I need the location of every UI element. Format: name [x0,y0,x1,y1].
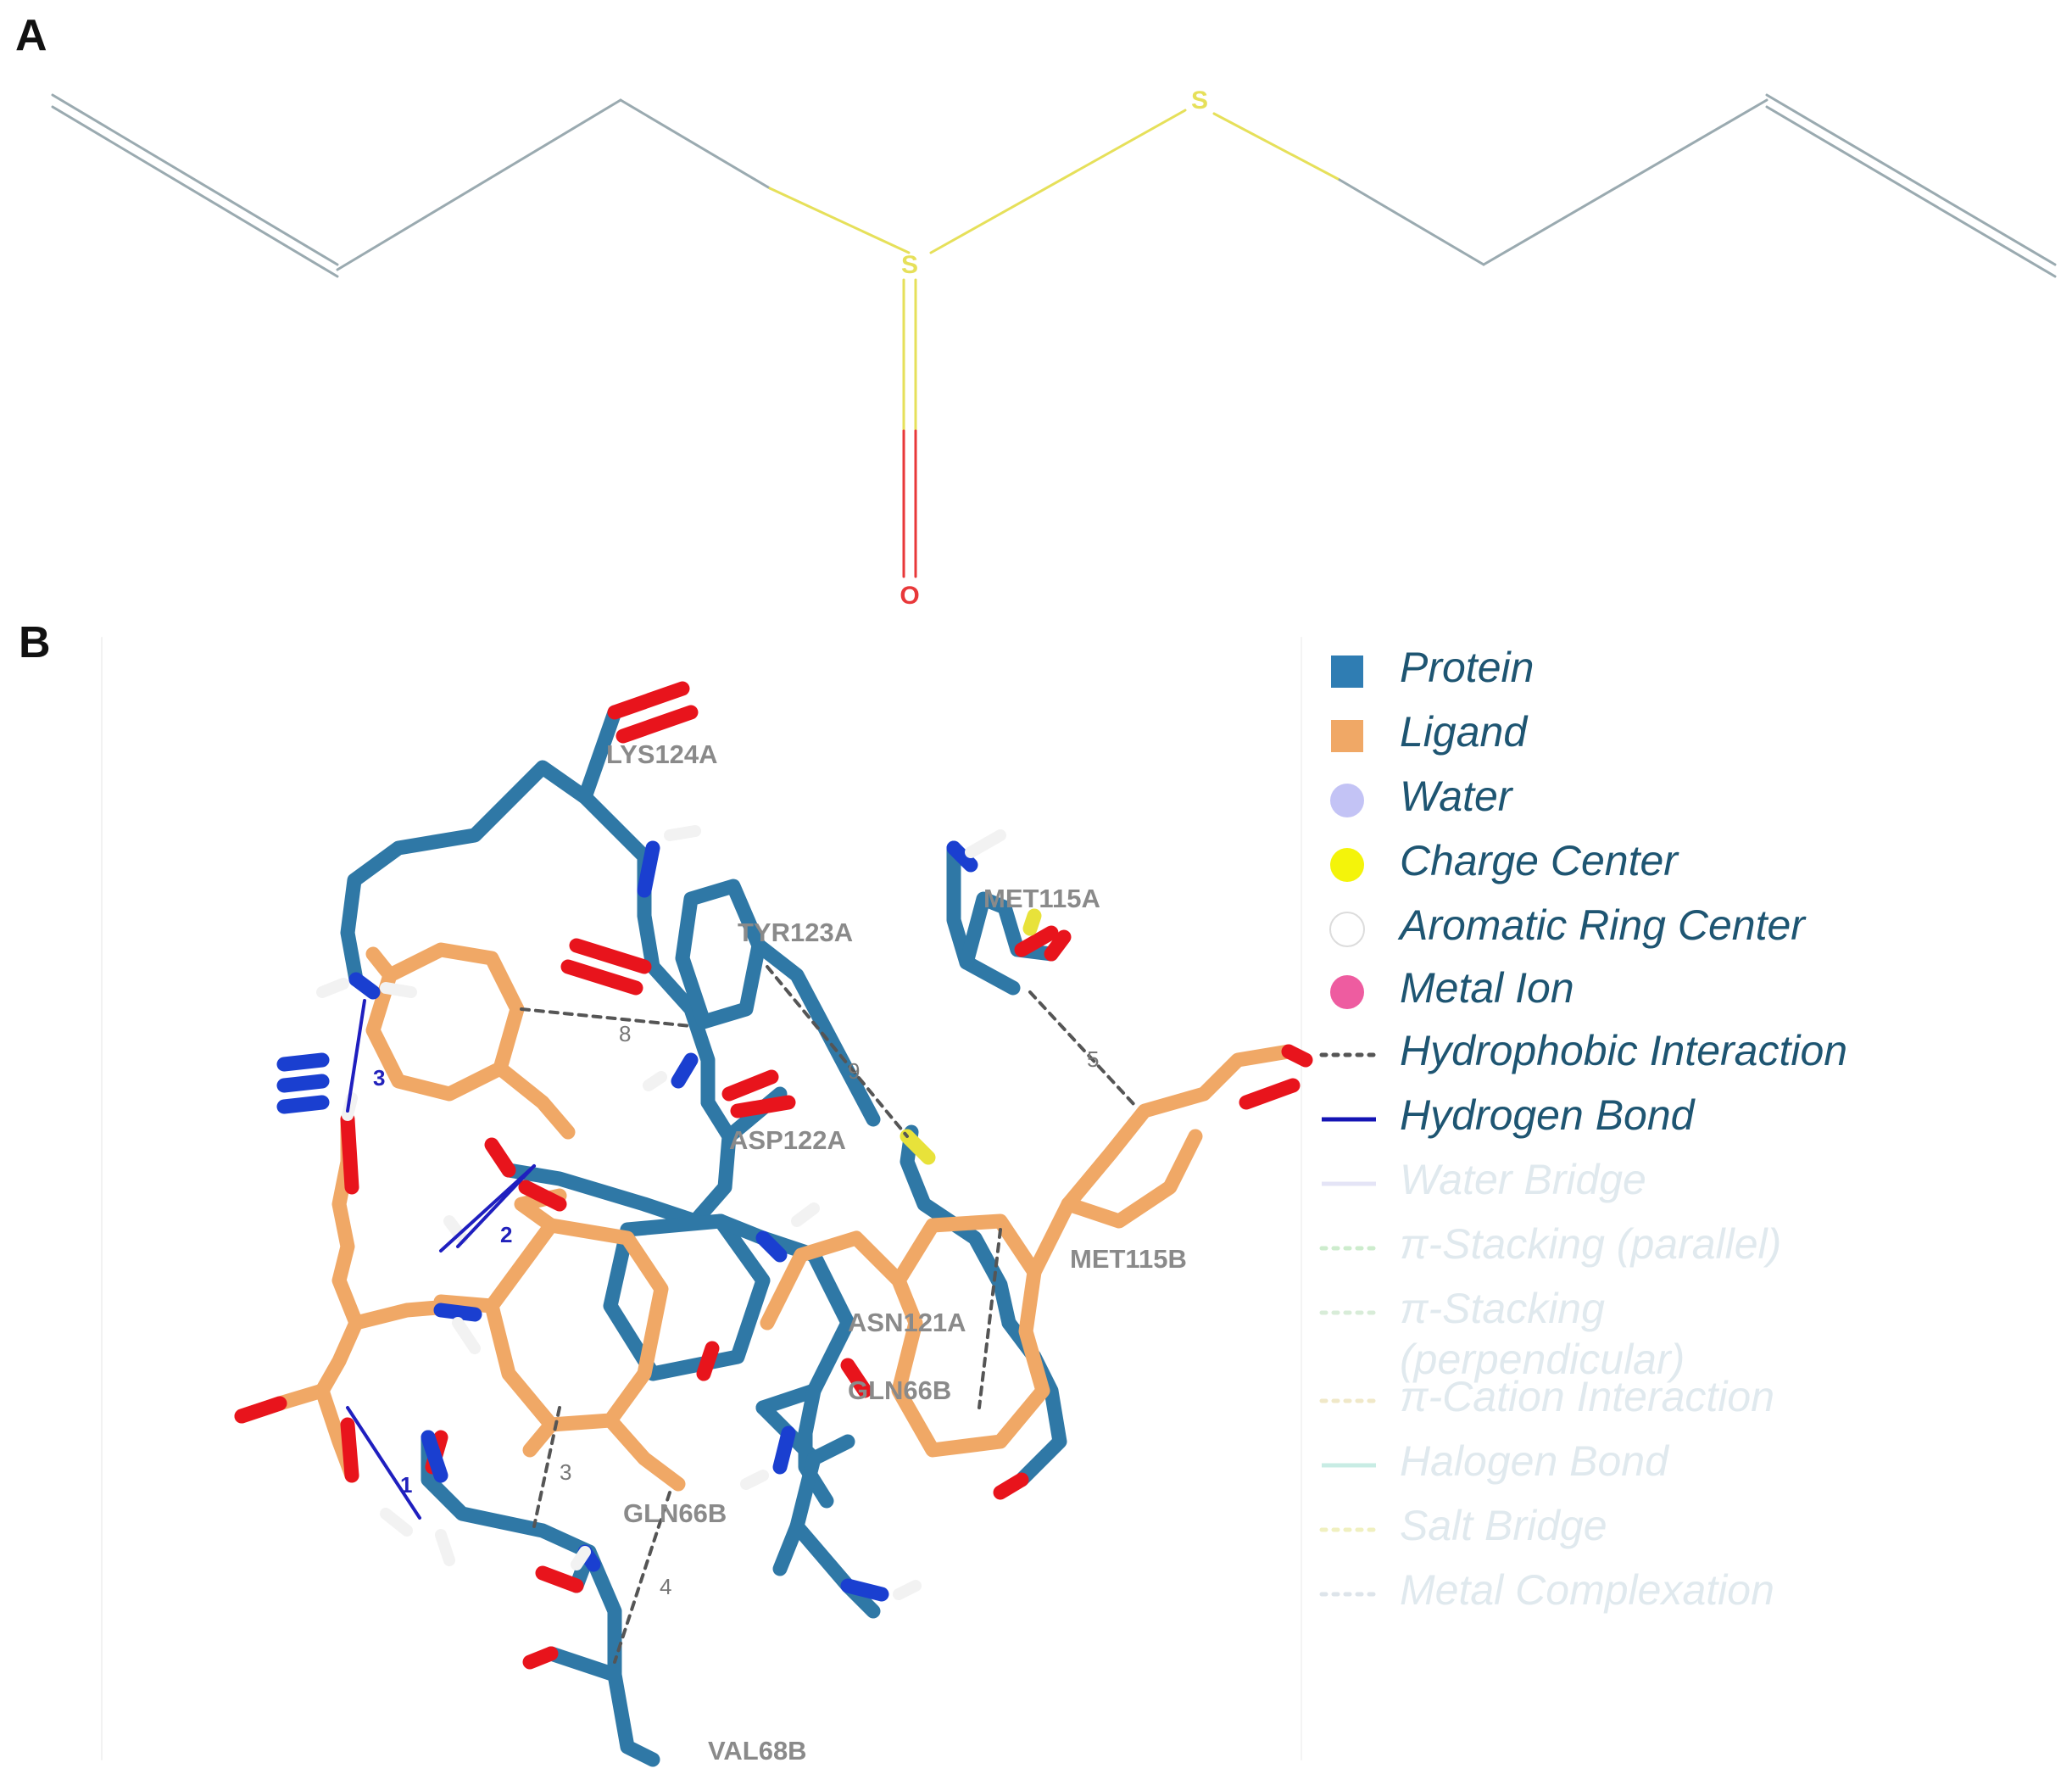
hydrophobic-label-3: 3 [560,1459,571,1485]
legend-marker-square [1331,720,1363,752]
hydrophobic-8 [520,1007,693,1028]
hydrogen-bonds [346,999,536,1520]
hydrophobic-interactions [520,965,1138,1664]
hbond-2b [456,1164,536,1248]
legend-swatch [1330,784,1364,817]
legend-marker-dotted [1319,1527,1382,1532]
legend-label: Ligand [1400,708,1528,756]
hydrophobic-3 [532,1406,561,1528]
legend-label: Hydrophobic Interaction [1400,1027,1848,1074]
residue-label-met115b: MET115B [1070,1244,1187,1274]
legend-label: Salt Bridge [1400,1502,1607,1549]
hbond-3 [346,999,366,1113]
legend-marker-circle-outline [1329,912,1365,947]
bond-c2-c3 [336,98,622,271]
legend-label: Protein [1400,644,1535,691]
legend-marker-circle [1330,784,1364,817]
legend-marker-line [1322,1463,1376,1468]
legend-marker-dotted [1319,1310,1382,1315]
bond-c3-c4 [619,98,771,190]
atom-sulfur-mid: S [901,251,918,279]
hbond-label-3: 3 [373,1065,385,1091]
panel-label-b: B [19,618,51,667]
nitrogen-atoms [276,840,978,1602]
hydrophobic-5 [1028,990,1138,1108]
legend-swatch [1331,720,1363,752]
bond-c5-c6 [1338,178,1485,266]
legend-marker-square [1331,655,1363,688]
legend-swatch [1330,975,1364,1009]
legend-label: Aromatic Ring Center [1400,901,1805,949]
sulfur-atoms [900,908,1042,1165]
legend-label: π-Cation Interaction [1400,1373,1775,1420]
legend-label: Water [1400,773,1512,820]
complex-view: LYS124A TYR123A MET115A ASP122A MET115B … [101,637,1313,1767]
legend-marker-dotted [1319,1246,1382,1251]
legend-marker-circle [1330,848,1364,882]
atom-sulfur-top: S [1191,86,1208,114]
legend-label: Water Bridge [1400,1156,1646,1203]
residue-label-tyr123a: TYR123A [738,918,853,947]
legend-label: π-Stacking (parallel) [1400,1220,1782,1268]
bond-s-c5 [1212,112,1341,181]
hydrophobic-label-8: 8 [619,1021,631,1046]
legend-swatch [1330,848,1364,882]
residue-label-val68b: VAL68B [708,1736,807,1766]
hydrophobic-9 [766,965,909,1138]
bond-c4-s [768,187,911,254]
bond-c6-c7 [1482,98,1768,266]
residue-label-lys124a: LYS124A [606,739,718,769]
residue-label-gln66b: GLN66B [623,1498,727,1528]
hbond-1 [346,1406,421,1520]
molecule-structure: S S O [51,86,2057,610]
legend-label: Charge Center [1400,837,1678,884]
legend-marker-line [1322,1181,1376,1186]
hydrophobic-label-4: 4 [660,1574,671,1599]
legend-marker-dotted [1319,1398,1382,1403]
legend-label: π-Stacking (perpendicular) [1400,1285,1685,1383]
legend-swatch [1329,912,1365,947]
legend-marker-circle [1330,975,1364,1009]
legend-marker-line [1322,1117,1376,1122]
hydrophobic-label-5: 5 [1087,1046,1099,1072]
legend-label: Metal Complexation [1400,1566,1774,1614]
hbond-label-1: 1 [400,1472,412,1498]
legend-marker-dotted [1319,1052,1382,1057]
bond-s-o-double [902,278,917,578]
oxygen-atoms [234,681,1313,1670]
legend-swatch [1331,655,1363,688]
legend-marker-dotted [1319,1592,1382,1597]
atom-oxygen: O [900,582,919,610]
legend-label: Metal Ion [1400,964,1574,1012]
residue-label-gln66b-mid: GLN66B [848,1375,951,1405]
bond-c1-c2-double [51,93,339,278]
residue-label-met115a: MET115A [983,884,1100,913]
legend-label: Halogen Bond [1400,1437,1668,1485]
hydrophobic-extra [978,1228,1002,1409]
bond-c7-c8-double [1765,93,2057,278]
residue-label-asn121a: ASN121A [848,1308,966,1337]
residue-label-asp122a: ASP122A [729,1125,846,1155]
bond-s-s [929,109,1187,254]
panel-label-a: A [15,11,47,60]
legend-label: Hydrogen Bond [1400,1091,1695,1139]
hbond-label-2: 2 [500,1222,512,1247]
hydrophobic-label-9: 9 [848,1058,860,1084]
hydrophobic-4 [613,1491,671,1664]
